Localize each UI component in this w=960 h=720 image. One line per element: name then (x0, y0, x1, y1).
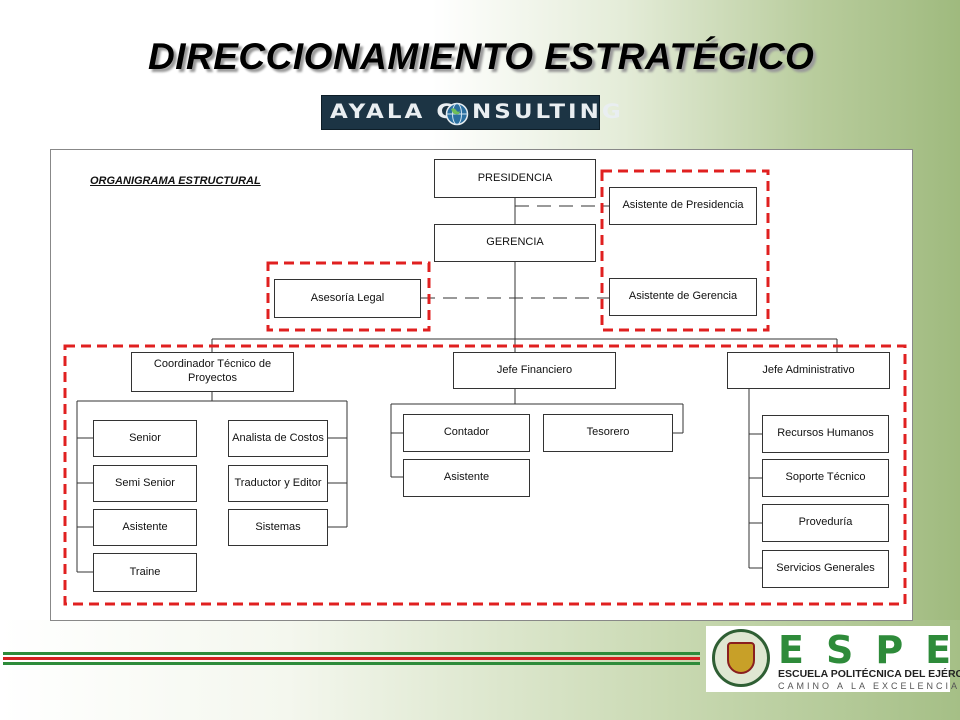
node-asistente-financiero: Asistente (403, 459, 530, 497)
node-recursos-humanos: Recursos Humanos (762, 415, 889, 453)
stripe-red (3, 657, 700, 660)
slide-title: DIRECCIONAMIENTO ESTRATÉGICO (148, 36, 815, 77)
node-semi-senior: Semi Senior (93, 465, 197, 502)
espe-motto: CAMINO A LA EXCELENCIA (778, 681, 960, 691)
logo-text-right: NSULTING (472, 100, 624, 124)
node-asistente-presidencia: Asistente de Presidencia (609, 187, 757, 225)
node-asesoria-legal: Asesoría Legal (274, 279, 421, 318)
ayala-consulting-logo: AYALA C NSULTING (321, 95, 621, 130)
globe-icon (445, 102, 469, 126)
node-tesorero: Tesorero (543, 414, 673, 452)
node-traductor-editor: Traductor y Editor (228, 465, 328, 502)
node-sistemas: Sistemas (228, 509, 328, 546)
node-servicios-generales: Servicios Generales (762, 550, 889, 588)
node-presidencia: PRESIDENCIA (434, 159, 596, 198)
node-asistente-proyectos: Asistente (93, 509, 197, 546)
footer-stripes (3, 652, 700, 666)
espe-letters: ESPE (778, 628, 960, 672)
node-senior: Senior (93, 420, 197, 457)
espe-name: ESCUELA POLITÉCNICA DEL EJÉRCITO (778, 668, 960, 680)
stripe-green-top (3, 652, 700, 655)
node-jefe-financiero: Jefe Financiero (453, 352, 616, 389)
university-seal-icon (712, 629, 770, 687)
espe-logo: ESPE ESCUELA POLITÉCNICA DEL EJÉRCITO CA… (706, 626, 960, 692)
node-soporte-tecnico: Soporte Técnico (762, 459, 889, 497)
logo-text-left: AYALA C (330, 100, 457, 124)
node-gerencia: GERENCIA (434, 224, 596, 262)
stripe-green-bottom (3, 662, 700, 665)
org-chart-label: ORGANIGRAMA ESTRUCTURAL (90, 175, 261, 187)
org-chart: ORGANIGRAMA ESTRUCTURAL (50, 149, 913, 621)
node-analista-costos: Analista de Costos (228, 420, 328, 457)
node-jefe-administrativo: Jefe Administrativo (727, 352, 890, 389)
org-chart-connectors (63, 169, 907, 606)
node-contador: Contador (403, 414, 530, 452)
node-traine: Traine (93, 553, 197, 592)
node-asistente-gerencia: Asistente de Gerencia (609, 278, 757, 316)
node-proveduria: Proveduría (762, 504, 889, 542)
node-coordinador: Coordinador Técnico de Proyectos (131, 352, 294, 392)
